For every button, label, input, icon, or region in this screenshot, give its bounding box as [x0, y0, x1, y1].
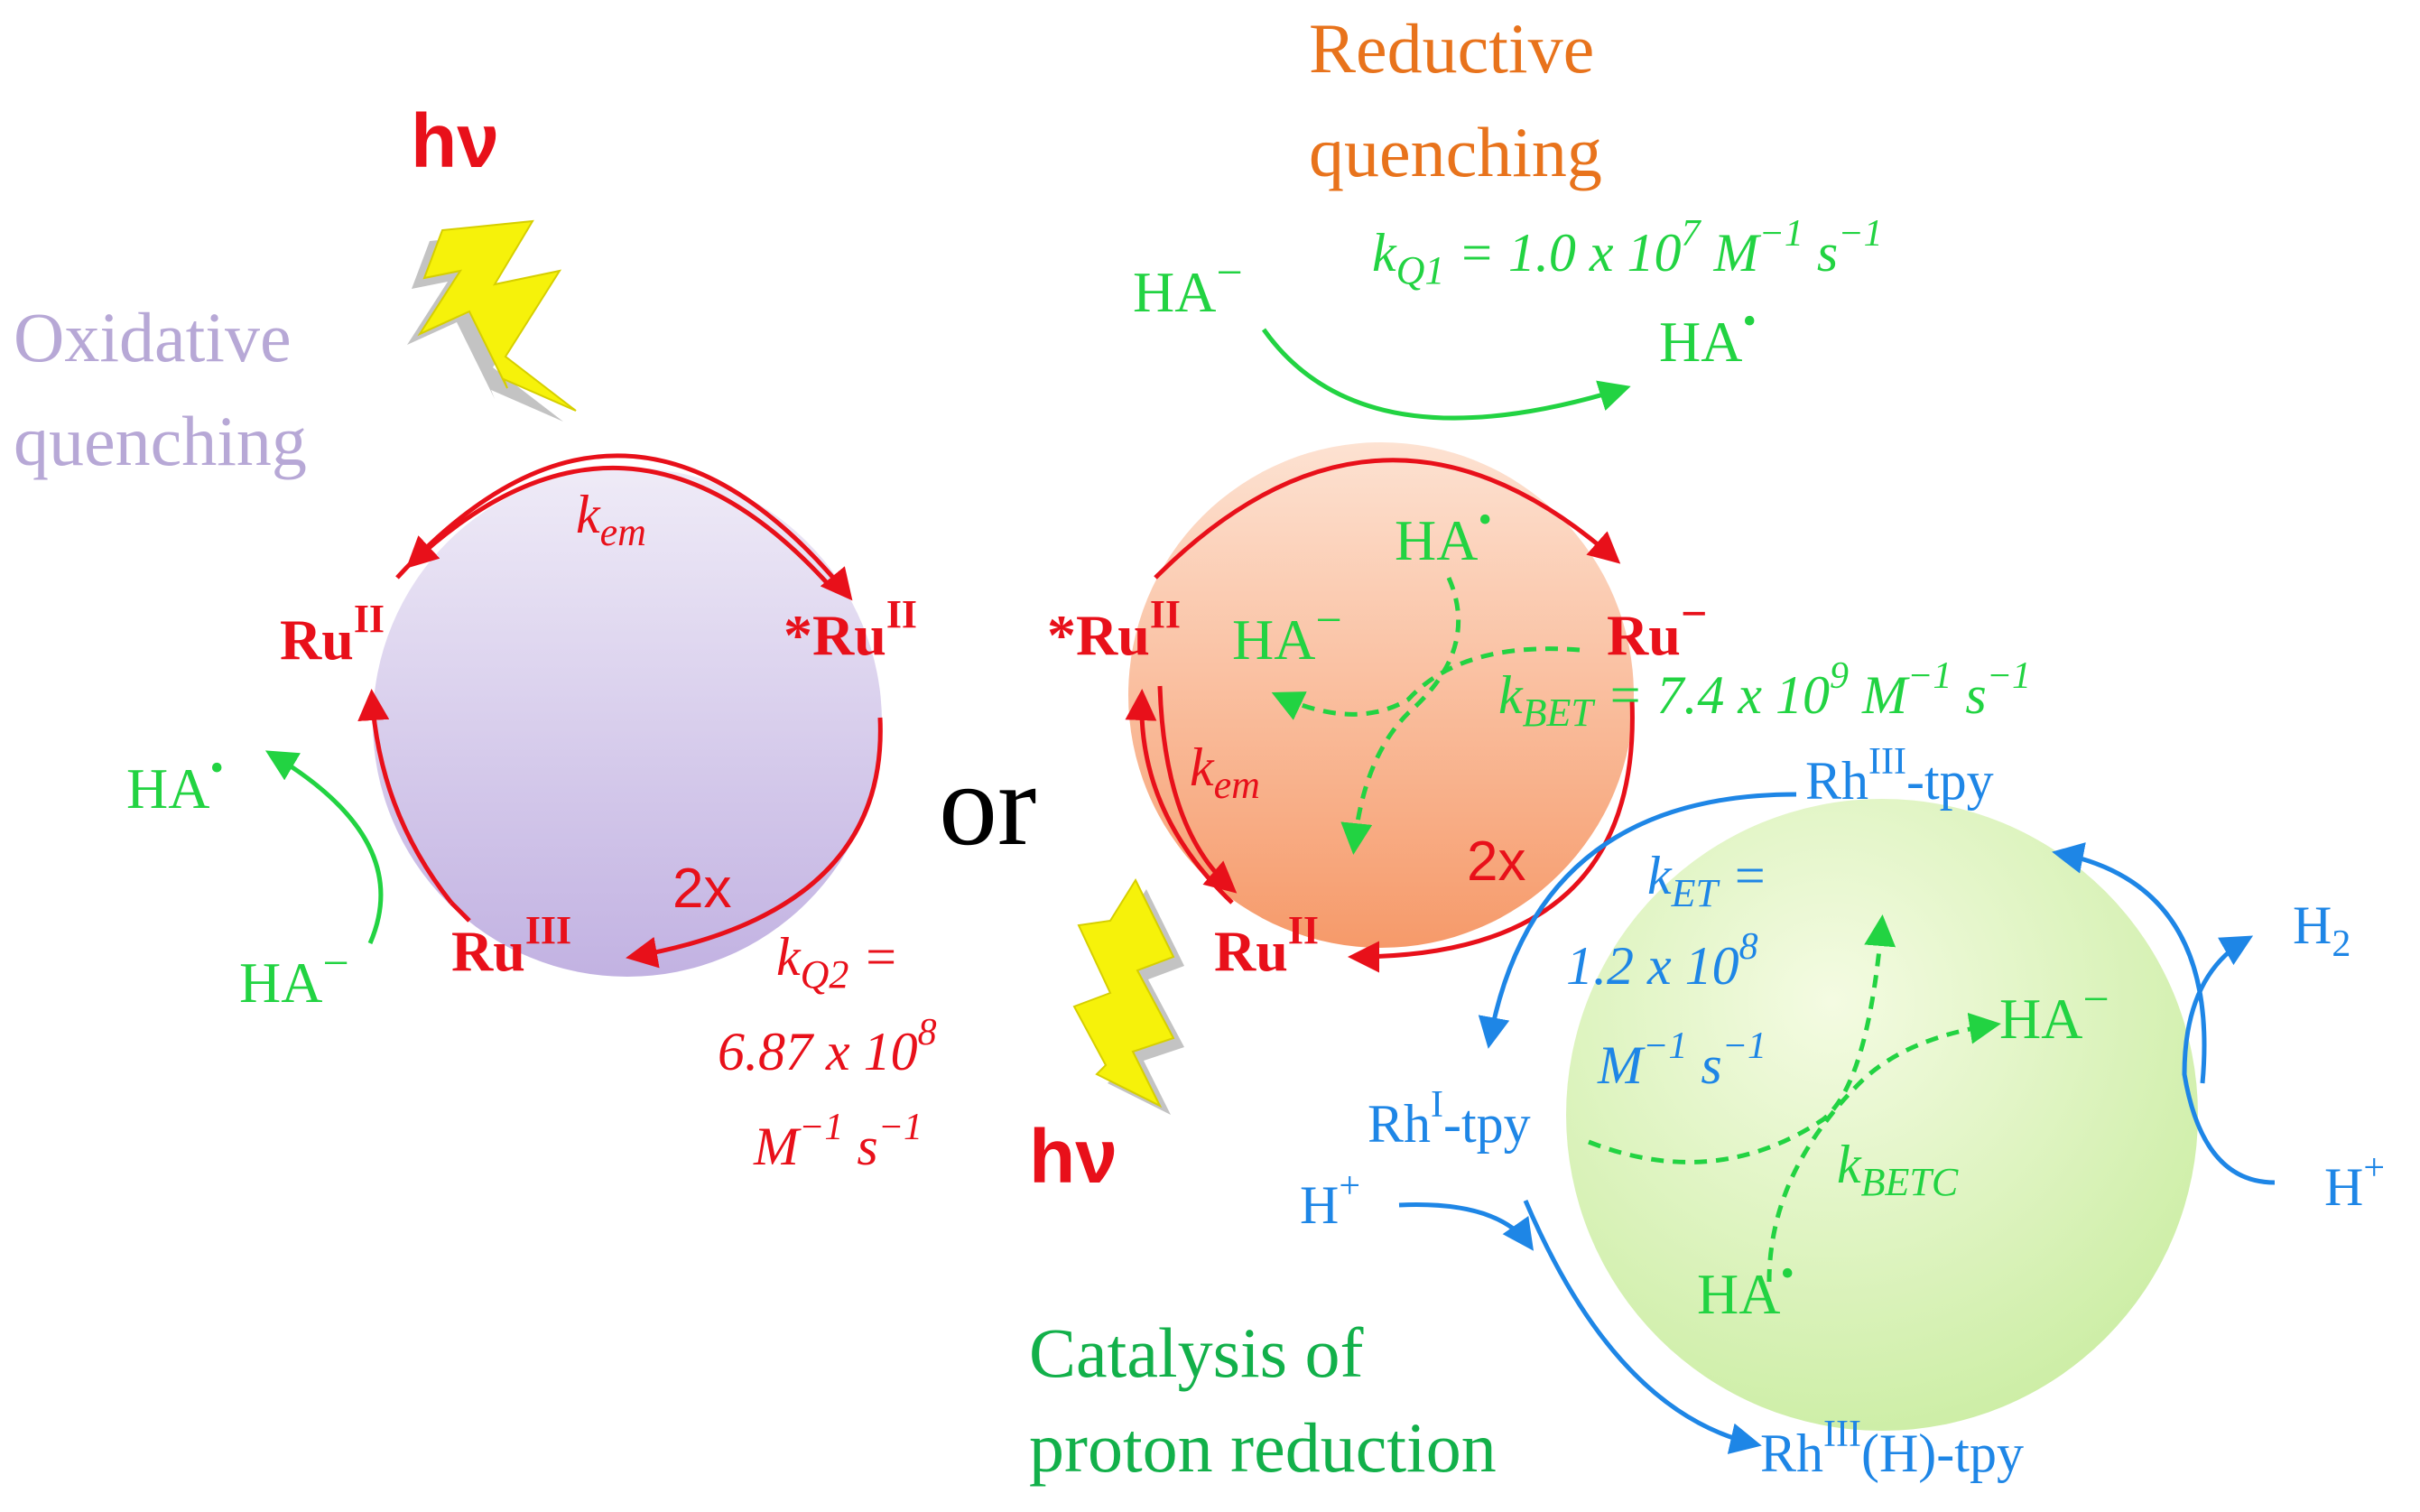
ru-ii-excited-right: *RuII: [1047, 592, 1181, 667]
k-betc-label: kBETC: [1837, 1135, 1959, 1204]
k-bet-label: kBET = 7.4 x 109 M−1 s−1: [1498, 655, 2031, 735]
k-q2-label: kQ2 =: [776, 927, 899, 997]
ha-anion-top: HA−: [1133, 247, 1243, 324]
ha-radical-in-circle: HA•: [1395, 497, 1492, 572]
proton-right: H+: [2324, 1147, 2385, 1217]
two-x-left: 2x: [672, 858, 731, 920]
ru-ii-excited-left: *RuII: [783, 592, 917, 667]
ru-ii-right: RuII: [1214, 908, 1319, 983]
rh-i-tpy: RhI-tpy: [1368, 1084, 1531, 1154]
reductive-title-line2: quenching: [1309, 113, 1602, 191]
emission-arrow: [405, 465, 832, 589]
catalysis-cycle-disk: [1566, 799, 2198, 1431]
or-label: or: [939, 740, 1036, 870]
ru-minus-right: Ru−: [1607, 589, 1707, 667]
oxidative-title-line1: Oxidative: [14, 298, 292, 376]
k-et-value: 1.2 x 108: [1566, 926, 1758, 996]
rh-iii-h-tpy: RhIII(H)-tpy: [1760, 1414, 2024, 1483]
reductive-cycle-disk: [1128, 442, 1634, 948]
proton-in-arrow: [1398, 1202, 1535, 1251]
k-q1-label: kQ1 = 1.0 x 107 M−1 s−1: [1372, 213, 1883, 292]
k-et-units: M−1 s−1: [1597, 1025, 1766, 1095]
catalysis-title-line1: Catalysis of: [1029, 1313, 1363, 1392]
rh-h-to-rh-iii-arrow: [2052, 842, 2207, 1084]
catalysis-title-line2: proton reduction: [1029, 1408, 1497, 1487]
rh-iii-to-rh-i-arrow: [1478, 792, 1797, 1049]
ru-ii-to-ru-minus-arrow: [1154, 458, 1621, 580]
reductive-title-line1: Reductive: [1309, 9, 1594, 88]
k-em-left: kem: [576, 485, 646, 554]
oxidative-cycle-arrows: [357, 453, 883, 969]
two-x-right: 2x: [1467, 830, 1525, 893]
ha-radical-top: HA•: [1659, 299, 1757, 374]
ha-oxidation-arrow-top: [1261, 328, 1631, 421]
ha-radical-left: HA•: [126, 746, 224, 821]
oxidative-cycle-disk: [373, 468, 882, 977]
ha-anion-catalysis: HA−: [1999, 974, 2109, 1051]
catalysis-cycle-arrows: [1398, 792, 2276, 1454]
ru-iii-to-ru-ii-arrow: [357, 689, 453, 904]
lightning-bolt-top-icon: [407, 219, 577, 422]
k-q2-units: M−1 s−1: [753, 1107, 923, 1176]
k-q2-value: 6.87 x 108: [718, 1012, 937, 1081]
ru-iii-left: RuIII: [451, 908, 571, 983]
k-et-label: kET =: [1647, 846, 1768, 915]
h2-product: H2: [2293, 895, 2350, 965]
ha-radical-catalysis: HA•: [1697, 1251, 1794, 1326]
ha-anion-left: HA−: [239, 938, 349, 1015]
h2-release-arrow: [2182, 935, 2276, 1185]
betc-dashed-arrows: [1588, 914, 2001, 1283]
bet-dashed-arrows: [1271, 576, 1581, 855]
ha-anion-in-circle: HA−: [1232, 595, 1342, 672]
rh-iii-tpy: RhIII-tpy: [1805, 741, 1994, 811]
proton-left: H+: [1300, 1165, 1360, 1235]
k-em-right: kem: [1190, 737, 1260, 807]
ru-star-to-ru-iii-arrow: [626, 717, 883, 969]
rh-i-to-rh-h-arrow: [1523, 1200, 1762, 1454]
emission-arrow-right: [1157, 685, 1238, 894]
lightning-bolt-bottom-icon: [1072, 877, 1184, 1115]
excitation-arrow: [395, 453, 853, 601]
photon-label-bottom: hν: [1029, 1114, 1117, 1199]
oxidative-title-line2: quenching: [14, 402, 307, 480]
photon-label-top: hν: [411, 98, 499, 183]
ru-minus-to-ru-ii-arrow: [1348, 699, 1635, 973]
ru-ii-recycle-arrow-tail: [450, 901, 471, 923]
ha-oxidation-arrow-left: [264, 750, 384, 944]
ru-ii-left: RuII: [280, 597, 385, 672]
reductive-cycle-arrows: [1125, 458, 1635, 973]
